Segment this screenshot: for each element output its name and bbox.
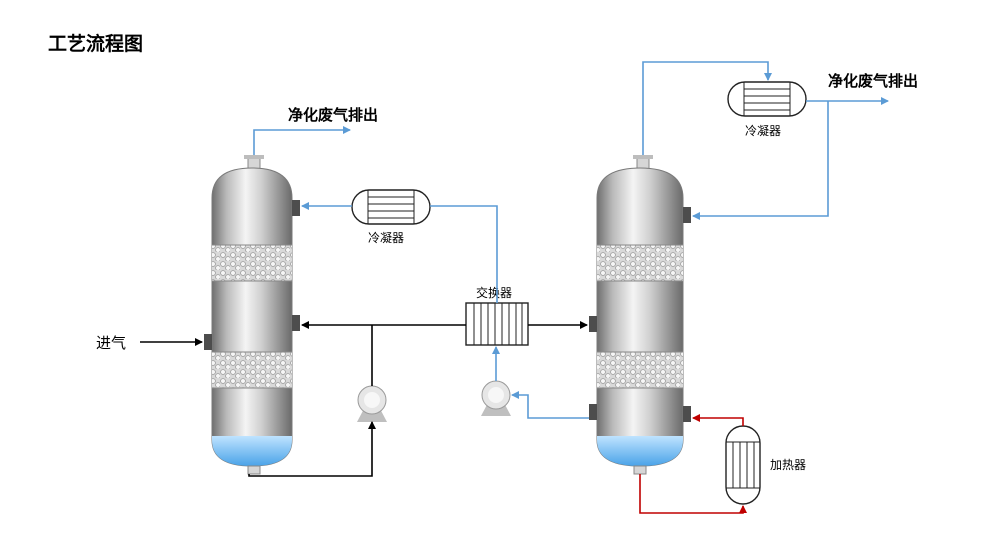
- left-column: [204, 155, 300, 475]
- heater: [725, 425, 761, 505]
- left-packing-bed-lower: [212, 352, 292, 388]
- right-condenser: [727, 81, 807, 117]
- heater-label: 加热器: [770, 458, 806, 472]
- right-packing-bed-upper: [597, 245, 683, 281]
- right-column-to-condenser-pipe: [642, 61, 772, 155]
- left-condenser: [351, 189, 431, 225]
- left-column-bottom-to-pump-pipe: [248, 421, 376, 477]
- right-packing-bed-lower: [597, 352, 683, 388]
- heat-exchanger: [465, 302, 529, 346]
- right-column: [589, 155, 691, 475]
- right-pump: [481, 380, 511, 416]
- exchanger-label: 交换器: [476, 285, 512, 300]
- diagram-title: 工艺流程图: [48, 32, 143, 55]
- column-to-heater-pipe: [639, 474, 747, 514]
- right-condenser-label: 冷凝器: [745, 123, 781, 138]
- left-column-liquid: [212, 436, 292, 466]
- right-exhaust-label: 净化废气排出: [828, 72, 918, 90]
- left-exhaust-label: 净化废气排出: [288, 106, 378, 124]
- left-pump: [357, 385, 387, 422]
- left-packing-bed-upper: [212, 245, 292, 281]
- heater-to-column-pipe: [692, 414, 744, 426]
- right-column-liquid: [597, 436, 683, 466]
- exchanger-to-condenser-pipe: [430, 205, 498, 303]
- right-column-to-pump-pipe: [511, 391, 589, 419]
- left-exhaust-pipe: [253, 126, 351, 155]
- condenser-reflux-pipe: [692, 101, 829, 220]
- inlet-label: 进气: [96, 334, 126, 352]
- left-condenser-label: 冷凝器: [368, 230, 404, 245]
